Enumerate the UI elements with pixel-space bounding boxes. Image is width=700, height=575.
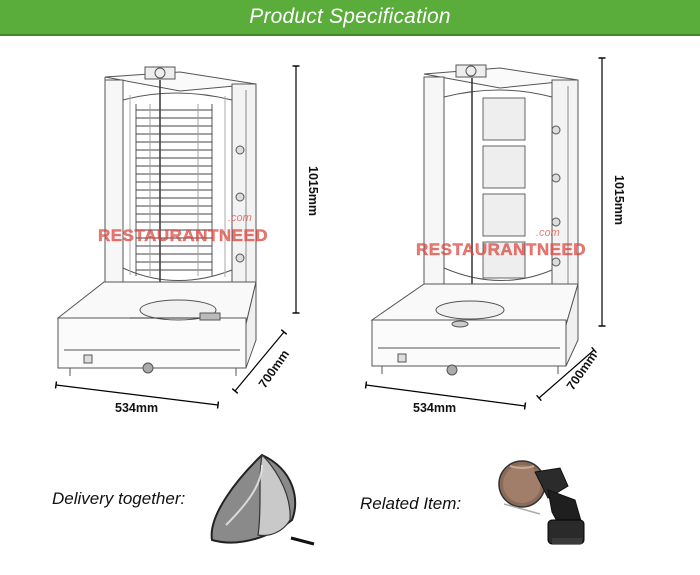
right-watermark: RESTAURANTNEED xyxy=(416,240,587,260)
delivery-together-label: Delivery together: xyxy=(52,489,186,508)
machine-right-drawing xyxy=(370,64,579,376)
left-width-label: 534mm xyxy=(115,401,159,415)
page-title: Product Specification xyxy=(249,5,451,28)
electric-knife-drawing xyxy=(498,460,585,545)
left-watermark: RESTAURANTNEED xyxy=(98,226,269,246)
right-watermark-suffix: .com xyxy=(536,227,560,239)
right-height-label: 1015mm xyxy=(612,175,626,226)
drip-tray-drawing xyxy=(210,453,315,546)
left-height-label: 1015mm xyxy=(306,166,320,217)
related-item-label: Related Item: xyxy=(360,494,462,513)
right-width-label: 534mm xyxy=(413,401,457,415)
machine-left-drawing xyxy=(56,66,257,376)
product-drawing xyxy=(54,57,606,546)
header-bar: Product Specification xyxy=(0,0,700,36)
left-watermark-suffix: .com xyxy=(228,212,252,224)
